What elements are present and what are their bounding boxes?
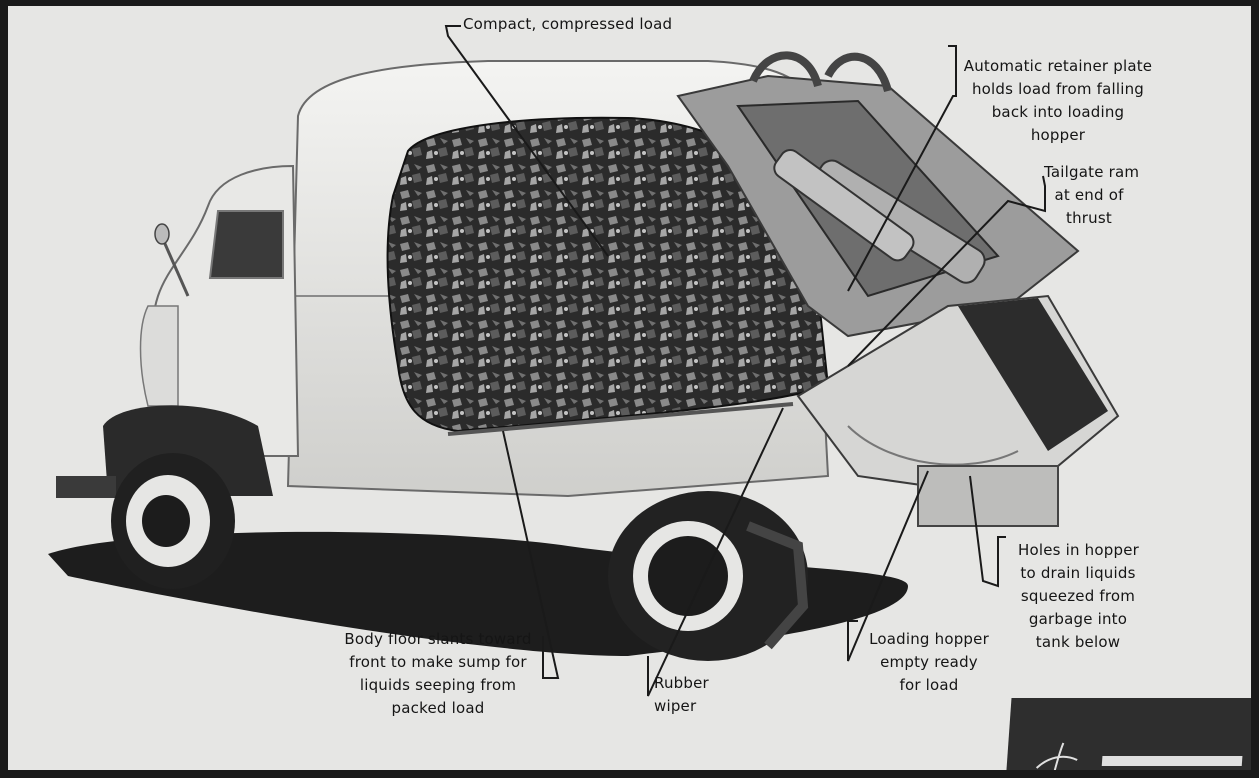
callout-line: front to make sump for (338, 651, 538, 674)
corner-logo-card (1005, 698, 1251, 770)
cab-window (210, 211, 283, 278)
callout-line: Loading hopper (864, 628, 994, 651)
callout-line: thrust (1044, 207, 1134, 230)
callout-body-floor: Body floor slants toward front to make s… (338, 628, 538, 720)
callout-line: at end of (1044, 184, 1134, 207)
callout-tailgate-ram: Tailgate ram at end of thrust (1044, 161, 1134, 230)
callout-line: Rubber (654, 672, 709, 695)
front-wheel (111, 453, 235, 589)
corner-logo (1005, 698, 1251, 770)
callout-line: Body floor slants toward (338, 628, 538, 651)
callout-line: garbage into (1018, 608, 1138, 631)
callout-retainer-plate: Automatic retainer plate holds load from… (953, 55, 1163, 147)
callout-loading-hopper: Loading hopper empty ready for load (864, 628, 994, 697)
rear-wheel (608, 491, 808, 661)
callout-line: Automatic retainer plate (953, 55, 1163, 78)
diagram-page: Compact, compressed load Automatic retai… (8, 6, 1251, 770)
callout-line: liquids seeping from (338, 674, 538, 697)
callout-line: packed load (338, 697, 538, 720)
callout-line: back into loading (953, 101, 1163, 124)
callout-line: Compact, compressed load (463, 13, 672, 36)
callout-line: to drain liquids (1018, 562, 1138, 585)
callout-line: Holes in hopper (1018, 539, 1138, 562)
callout-compact-load: Compact, compressed load (463, 13, 672, 36)
callout-hopper-holes: Holes in hopper to drain liquids squeeze… (1018, 539, 1138, 654)
callout-line: Tailgate ram (1044, 161, 1134, 184)
callout-rubber-wiper: Rubber wiper (654, 672, 709, 718)
callout-line: hopper (953, 124, 1163, 147)
callout-line: wiper (654, 695, 709, 718)
callout-line: for load (864, 674, 994, 697)
callout-line: holds load from falling (953, 78, 1163, 101)
callout-line: squeezed from (1018, 585, 1138, 608)
drain-tank (918, 466, 1058, 526)
callout-line: empty ready (864, 651, 994, 674)
callout-line: tank below (1018, 631, 1138, 654)
